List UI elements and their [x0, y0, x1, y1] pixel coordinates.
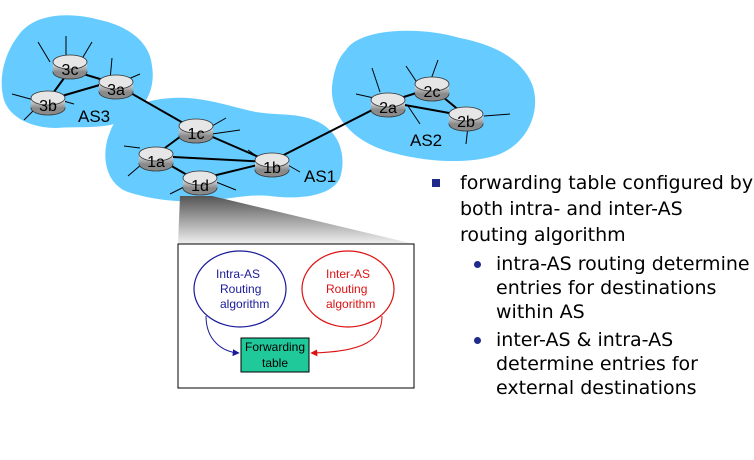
intra-as-line2: Routing	[220, 282, 261, 296]
router-3b-label: 3b	[39, 98, 57, 115]
inter-as-line3: algorithm	[326, 297, 375, 311]
forwarding-table-box	[240, 337, 310, 373]
intra-as-line1: Intra-AS	[216, 267, 260, 281]
as1-label: AS1	[304, 167, 336, 186]
router-1d-label: 1d	[191, 178, 209, 195]
intra-as-routing-circle	[193, 250, 287, 328]
router-2b[interactable]: 2b	[448, 106, 484, 132]
router-1d[interactable]: 1d	[182, 170, 218, 196]
forwarding-table-line1: Forwarding	[245, 340, 305, 354]
router-1a[interactable]: 1a	[138, 146, 174, 172]
inter-as-line1: Inter-AS	[326, 267, 370, 281]
router-1b-label: 1b	[263, 160, 281, 177]
zoom-projection	[178, 196, 414, 244]
router-3c[interactable]: 3c	[52, 54, 88, 80]
sub-bullet-2: inter-AS & intra-AS determine entries fo…	[432, 328, 754, 400]
bullet-main: forwarding table configured by both intr…	[432, 170, 754, 248]
intra-to-forwarding-arrow	[205, 315, 240, 357]
inter-as-routing-circle	[301, 250, 395, 328]
sub-bullet-list: intra-AS routing determine entries for d…	[432, 252, 754, 400]
inter-as-line2: Routing	[326, 282, 367, 296]
router-2a[interactable]: 2a	[370, 92, 406, 118]
bullet-list: forwarding table configured by both intr…	[432, 170, 754, 400]
router-3a-label: 3a	[107, 82, 125, 99]
bullet-main-text: forwarding table configured by both intr…	[460, 172, 754, 246]
router-1a-label: 1a	[147, 154, 165, 171]
router-3a[interactable]: 3a	[98, 74, 134, 100]
round-bullet-icon	[474, 261, 481, 268]
as1-cloud	[105, 97, 343, 202]
round-bullet-icon	[474, 337, 481, 344]
as2-label: AS2	[410, 131, 442, 150]
router-2a-label: 2a	[379, 100, 397, 117]
router-1c[interactable]: 1c	[178, 118, 214, 144]
router-3c-label: 3c	[62, 62, 79, 79]
intra-as-line3: algorithm	[220, 297, 269, 311]
router-2c[interactable]: 2c	[414, 76, 450, 102]
forwarding-table-line2: table	[262, 356, 288, 370]
router-2c-label: 2c	[424, 84, 441, 101]
square-bullet-icon	[432, 179, 440, 187]
sub-bullet-1-text: intra-AS routing determine entries for d…	[496, 253, 750, 323]
router-2b-label: 2b	[457, 114, 475, 131]
sub-bullet-2-text: inter-AS & intra-AS determine entries fo…	[496, 329, 698, 399]
as3-label: AS3	[78, 107, 110, 126]
router-1c-label: 1c	[188, 126, 205, 143]
sub-bullet-1: intra-AS routing determine entries for d…	[432, 252, 754, 324]
inter-to-forwarding-arrow	[310, 315, 383, 357]
router-1b[interactable]: 1b	[254, 152, 290, 178]
router-3b[interactable]: 3b	[30, 90, 66, 116]
